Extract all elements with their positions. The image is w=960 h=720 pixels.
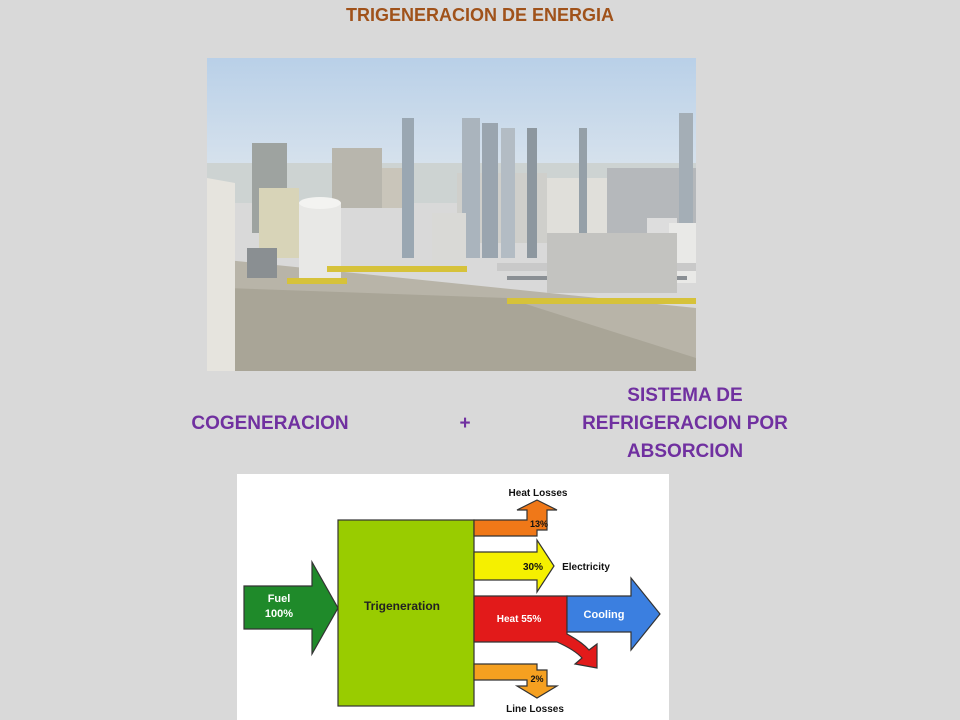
trigeneration-box [337,519,475,707]
cooling-arrow [566,576,661,652]
electricity-value: 30% [523,562,543,573]
heat-losses-value: 13% [530,519,548,529]
fuel-value: 100% [265,608,293,620]
absorption-line-1: SISTEMA DE [627,385,743,406]
heat-arrow [473,595,598,669]
absorption-line-2: REFRIGERACION POR [582,413,788,434]
plus-sign: + [459,413,471,434]
fuel-label: Fuel [268,593,291,605]
absorption-line-3: ABSORCION [626,441,744,462]
absorption-refrigeration-label: SISTEMA DE REFRIGERACION POR ABSORCION [560,382,810,466]
plant-photo-illustration [207,58,696,371]
heat-losses-label: Heat Losses [509,488,568,499]
cooling-label: Cooling [584,609,625,621]
line-losses-label: Line Losses [506,704,564,715]
industrial-plant-photo [207,58,696,371]
cogeneracion-label: COGENERACION [191,413,349,434]
trigeneration-diagram: Fuel 100% Trigeneration 13% Heat Losses … [237,474,669,720]
heat-losses-arrow [473,499,558,537]
line-losses-arrow [473,663,560,699]
electricity-label: Electricity [562,562,610,573]
fuel-arrow [243,559,339,657]
line-losses-value: 2% [530,674,543,684]
trigeneration-label: Trigeneration [364,599,440,613]
heat-value: Heat 55% [497,614,542,625]
trigeneration-flow-svg: Fuel 100% Trigeneration 13% Heat Losses … [243,488,661,715]
electricity-arrow [473,537,555,595]
page-title: TRIGENERACION DE ENERGIA [345,5,615,25]
